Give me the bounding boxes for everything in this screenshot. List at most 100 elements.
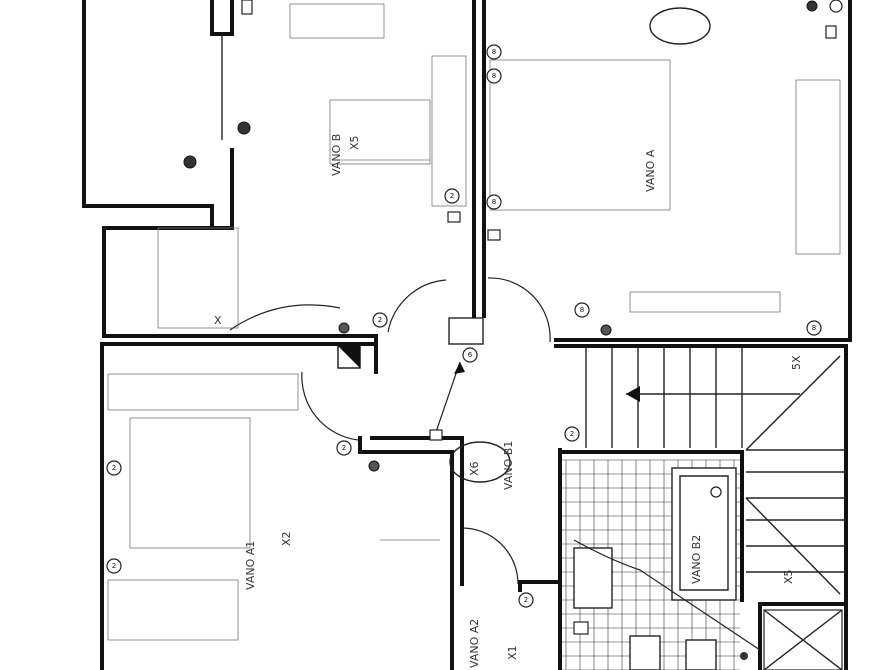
socket-6: 6 [462, 347, 478, 363]
socket-2-b: 2 [372, 312, 388, 328]
switch-top-left [241, 0, 253, 15]
socket-8-b: 8 [486, 194, 502, 210]
socket-2-f: 2 [564, 426, 580, 442]
socket-label: 8 [492, 198, 496, 206]
room-count-vano-a1: X2 [280, 531, 293, 546]
socket-8-a: 8 [486, 68, 502, 84]
socket-label: 2 [524, 596, 528, 604]
room-count-vano-b: X5 [348, 135, 361, 150]
room-count-vano-a2: X1 [506, 645, 519, 660]
socket-2-c: 2 [336, 440, 352, 456]
wiring-arrow [435, 361, 461, 433]
bath-wiring [573, 539, 761, 651]
furniture-a1-top [107, 373, 299, 411]
wall-stair-hall [554, 344, 848, 602]
wall-vano-a1-right [358, 436, 454, 670]
door-swing-b [387, 279, 447, 333]
room-count-vano-b1: X6 [468, 461, 481, 476]
socket-label: 2 [450, 192, 454, 200]
corner-marker-box [337, 345, 361, 369]
light-fixtures [183, 0, 843, 660]
switch-bath [573, 621, 589, 635]
light-fixture-top-right [806, 0, 818, 12]
room-labels: VANO B X5 VANO A VANO A1 X2 VANO A2 X1 V… [214, 134, 803, 668]
door-sketch-b [229, 304, 341, 331]
furniture-sketches [107, 3, 841, 641]
corridor-mark: X [214, 314, 222, 327]
stair-count-bottom: X5 [782, 569, 795, 584]
corner-marker [338, 346, 360, 368]
ellipse-top [649, 7, 711, 45]
room-label-vano-b2: VANO B2 [690, 535, 703, 584]
ellipse-b1 [449, 441, 511, 483]
room-label-vano-a: VANO A [644, 149, 657, 192]
furniture-wardrobe [431, 55, 467, 207]
room-label-vano-a1: VANO A1 [244, 541, 257, 590]
switches [241, 0, 837, 635]
switch-top-right [825, 25, 837, 39]
stair-arrow-head [626, 386, 640, 402]
socket-2-a: 2 [444, 188, 460, 204]
socket-2-e: 2 [106, 558, 122, 574]
socket-symbols: 8 8 8 8 8 2 2 2 2 2 2 2 6 [106, 44, 822, 608]
bidet [685, 639, 717, 670]
socket-label: 2 [342, 444, 346, 452]
furniture-top [289, 3, 385, 39]
light-fixture-left [183, 155, 197, 169]
light-fixture-top-right-2 [829, 0, 843, 13]
wall-vano-b-bottom [102, 226, 378, 374]
socket-label: 8 [492, 72, 496, 80]
furniture-wardrobe-a [795, 79, 841, 255]
light-fixture-bath [710, 486, 722, 498]
bathtub [671, 467, 737, 601]
light-fixture-b [338, 322, 350, 334]
room-label-vano-b1: VANO B1 [502, 441, 515, 490]
doors [229, 277, 551, 585]
walls [82, 0, 852, 670]
socket-2-d: 2 [106, 460, 122, 476]
staircase [585, 348, 846, 595]
stair-treads [585, 348, 743, 448]
socket-label: 8 [580, 306, 584, 314]
light-fixture-top-left [237, 121, 251, 135]
washbasin [573, 547, 613, 609]
wall-bath-top [558, 450, 744, 602]
stair-count-top: 5X [790, 355, 803, 370]
socket-8-e: 8 [486, 44, 502, 60]
bathroom [562, 459, 843, 670]
switch-hall [429, 429, 443, 441]
furniture-bed-a1 [129, 417, 251, 549]
socket-label: 6 [468, 351, 473, 359]
furniture-bed-b [329, 99, 431, 165]
furniture-desk [629, 291, 781, 313]
wall-bottom-right [758, 602, 848, 670]
door-swing-a1 [301, 371, 359, 441]
toilet [629, 635, 661, 670]
socket-8-c: 8 [574, 302, 590, 318]
furniture-b-left [157, 227, 239, 329]
stair-diagonal-1 [745, 355, 841, 451]
room-label-vano-b: VANO B [330, 134, 343, 176]
socket-2-g: 2 [518, 592, 534, 608]
door-swing-a [487, 277, 551, 343]
stair-diagonal-2 [745, 497, 841, 595]
socket-label: 8 [492, 48, 496, 56]
bathtub-inner [679, 475, 729, 591]
socket-8-d: 8 [806, 320, 822, 336]
shower-diag-2 [763, 609, 843, 670]
wall-central-partition [472, 0, 486, 318]
door-swing-a2 [461, 527, 519, 585]
light-fixture-a [600, 324, 612, 336]
furniture-a1-bottom [107, 579, 239, 641]
switch-a [487, 229, 501, 241]
socket-label: 8 [812, 324, 816, 332]
column-box [448, 317, 484, 345]
wall-bath-door-jamb [518, 580, 562, 594]
wall-right-outer [554, 0, 852, 342]
light-fixture-a1 [368, 460, 380, 472]
furniture-bed-a [489, 59, 671, 211]
socket-label: 2 [378, 316, 382, 324]
wall-a2-right [370, 436, 464, 586]
wiring-arrow-head [454, 362, 465, 374]
